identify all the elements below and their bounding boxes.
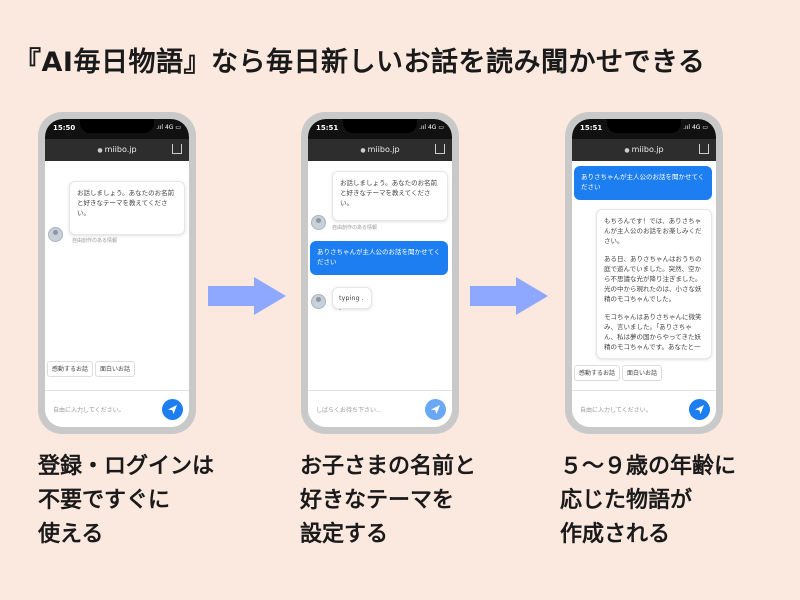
typing-text: typing . . [339,294,364,312]
browser-url-bar[interactable]: ●miibo.jp [308,139,452,161]
suggestion-chip-2[interactable]: 面白いお話 [622,365,663,381]
story-paragraph-2: ある日、ありさちゃんはおうちの庭で遊んでいました。突然、空から不思議な光が降り注… [604,255,702,303]
url-text: miibo.jp [104,145,137,154]
step-caption-3: ５～９歳の年齢に 応じた物語が 作成される [560,450,736,552]
lock-icon: ● [97,147,103,154]
status-bar: 15:51 .ııl 4G ▭ [572,119,716,139]
bot-avatar-icon [311,294,326,309]
user-message: ありさちゃんが主人公のお話を聞かせてください [310,241,448,275]
bot-name: 自由創作のある情報 [72,238,118,244]
message-input-bar: 自由に入力してください。 [45,390,189,427]
typing-indicator: typing . . [332,287,372,312]
send-icon [695,405,704,414]
signal-icon: .ııl 4G ▭ [156,124,181,131]
bot-message-text: お話しましょう。あなたのお名前と好きなテーマを教えてください。 [340,179,438,207]
caption-line: 好きなテーマを [300,488,455,513]
user-message: ありさちゃんが主人公のお話を聞かせてください [574,166,712,200]
signal-icon: .ııl 4G ▭ [683,124,708,131]
signal-icon: .ııl 4G ▭ [419,124,444,131]
message-input[interactable]: 自由に入力してください。 [53,407,125,414]
user-message-text: ありさちゃんが主人公のお話を聞かせてください [317,248,441,266]
send-icon [168,405,177,414]
step-caption-1: 登録・ログインは 不要ですぐに 使える [38,450,214,552]
message-input-bar: しばらくお待ち下さい... [308,390,452,427]
suggestion-chip-1[interactable]: 感動するお話 [47,361,94,377]
story-paragraph-3: モコちゃんはありさちゃんに微笑み、言いました。「ありさちゃん、私は夢の国からやっ… [604,313,702,351]
lock-icon: ● [624,147,630,154]
status-time: 15:50 [53,124,76,132]
status-bar: 15:50 .ııl 4G ▭ [45,119,189,139]
bot-story-message: もちろんです！では、ありさちゃんが主人公のお話をお楽しみください。 ある日、あり… [596,209,712,359]
bot-message: お話しましょう。あなたのお名前と好きなテーマを教えてください。 [332,171,448,221]
caption-line: 不要ですぐに [38,488,171,513]
suggestion-chip-2[interactable]: 面白いお話 [95,361,136,377]
phone-frame-3: 15:51 .ııl 4G ▭ ●miibo.jp ありさちゃんが主人公のお話を… [565,112,723,434]
browser-url-bar[interactable]: ●miibo.jp [45,139,189,161]
message-input-bar: 自由に入力してください。 [572,390,716,427]
url-text: miibo.jp [631,145,664,154]
caption-line: 作成される [560,522,671,547]
message-input[interactable]: しばらくお待ち下さい... [316,407,382,414]
status-time: 15:51 [316,124,339,132]
caption-line: 使える [38,522,104,547]
step-caption-2: お子さまの名前と 好きなテーマを 設定する [300,450,476,552]
lock-icon: ● [360,147,366,154]
url-text: miibo.jp [367,145,400,154]
phone-screen-1: 15:50 .ııl 4G ▭ ●miibo.jp お話しましょう。あなたのお名… [45,119,189,427]
suggestion-chip-1[interactable]: 感動するお話 [574,365,621,381]
bot-avatar-icon [48,227,63,242]
bot-message-text: お話しましょう。あなたのお名前と好きなテーマを教えてください。 [77,189,175,217]
send-icon [431,405,440,414]
share-icon[interactable] [172,144,182,154]
phone-screen-2: 15:51 .ııl 4G ▭ ●miibo.jp お話しましょう。あなたのお名… [308,119,452,427]
phone-frame-2: 15:51 .ııl 4G ▭ ●miibo.jp お話しましょう。あなたのお名… [301,112,459,434]
arrow-right-icon [470,277,548,315]
arrow-right-icon [208,277,286,315]
bot-avatar-icon [311,215,326,230]
browser-url-bar[interactable]: ●miibo.jp [572,139,716,161]
send-button[interactable] [425,399,446,420]
notch [80,119,154,133]
phone-screen-3: 15:51 .ııl 4G ▭ ●miibo.jp ありさちゃんが主人公のお話を… [572,119,716,427]
notch [343,119,417,133]
bot-message: お話しましょう。あなたのお名前と好きなテーマを教えてください。 [69,181,185,235]
share-icon[interactable] [699,144,709,154]
caption-line: 設定する [300,522,389,547]
bot-name: 自由創作のある情報 [332,225,378,231]
notch [607,119,681,133]
caption-line: ５～９歳の年齢に [560,454,737,479]
send-button[interactable] [162,399,183,420]
caption-line: お子さまの名前と [300,454,477,479]
caption-line: 登録・ログインは [38,454,215,479]
message-input[interactable]: 自由に入力してください。 [580,407,652,414]
phone-frame-1: 15:50 .ııl 4G ▭ ●miibo.jp お話しましょう。あなたのお名… [38,112,196,434]
caption-line: 応じた物語が [560,488,693,513]
share-icon[interactable] [435,144,445,154]
status-bar: 15:51 .ııl 4G ▭ [308,119,452,139]
story-paragraph-1: もちろんです！では、ありさちゃんが主人公のお話をお楽しみください。 [604,217,702,245]
user-message-text: ありさちゃんが主人公のお話を聞かせてください [581,173,705,191]
headline: 『AI毎日物語』なら毎日新しいお話を読み聞かせできる [14,47,706,78]
status-time: 15:51 [580,124,603,132]
send-button[interactable] [689,399,710,420]
